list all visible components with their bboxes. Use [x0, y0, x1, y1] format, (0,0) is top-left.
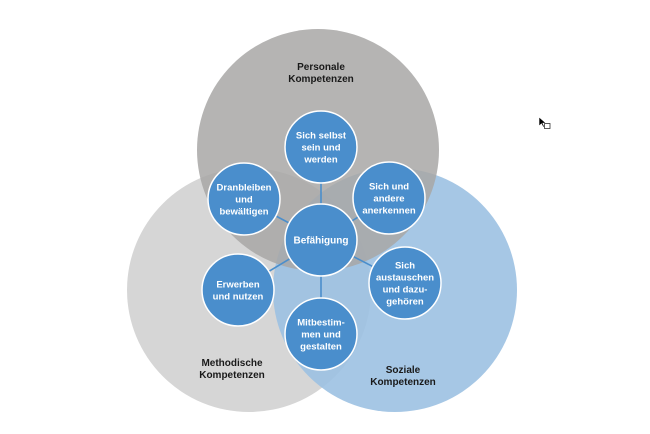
label-line: Kompetenzen — [199, 370, 265, 381]
node-center-label: Befähigung — [294, 236, 349, 247]
label-line: bewältigen — [219, 207, 268, 218]
label-line: Soziale — [386, 365, 421, 376]
label-line: men und — [301, 330, 341, 341]
label-line: Dranbleiben — [217, 183, 272, 194]
label-line: Befähigung — [294, 236, 349, 247]
label-line: gehören — [386, 297, 424, 308]
label-line: Kompetenzen — [370, 377, 436, 388]
label-line: Sich — [395, 261, 415, 272]
label-line: anerkennen — [362, 206, 416, 217]
label-line: gestalten — [300, 342, 342, 353]
label-line: sein und — [301, 143, 340, 154]
label-line: werden — [303, 155, 337, 166]
node-center: Befähigung — [284, 203, 358, 277]
label-line: Kompetenzen — [288, 74, 354, 85]
label-line: Mitbestim- — [297, 318, 345, 329]
label-line: und nutzen — [213, 292, 264, 303]
label-line: Methodische — [201, 358, 263, 369]
label-line: Sich und — [369, 182, 409, 193]
label-line: Erwerben — [216, 280, 259, 291]
mouse-cursor-icon — [538, 116, 551, 129]
label-line: und — [235, 195, 253, 206]
label-line: austauschen — [376, 273, 434, 284]
label-line: und dazu- — [383, 285, 428, 296]
label-line: Sich selbst — [296, 131, 347, 142]
label-line: Personale — [297, 62, 345, 73]
label-line: andere — [373, 194, 404, 205]
